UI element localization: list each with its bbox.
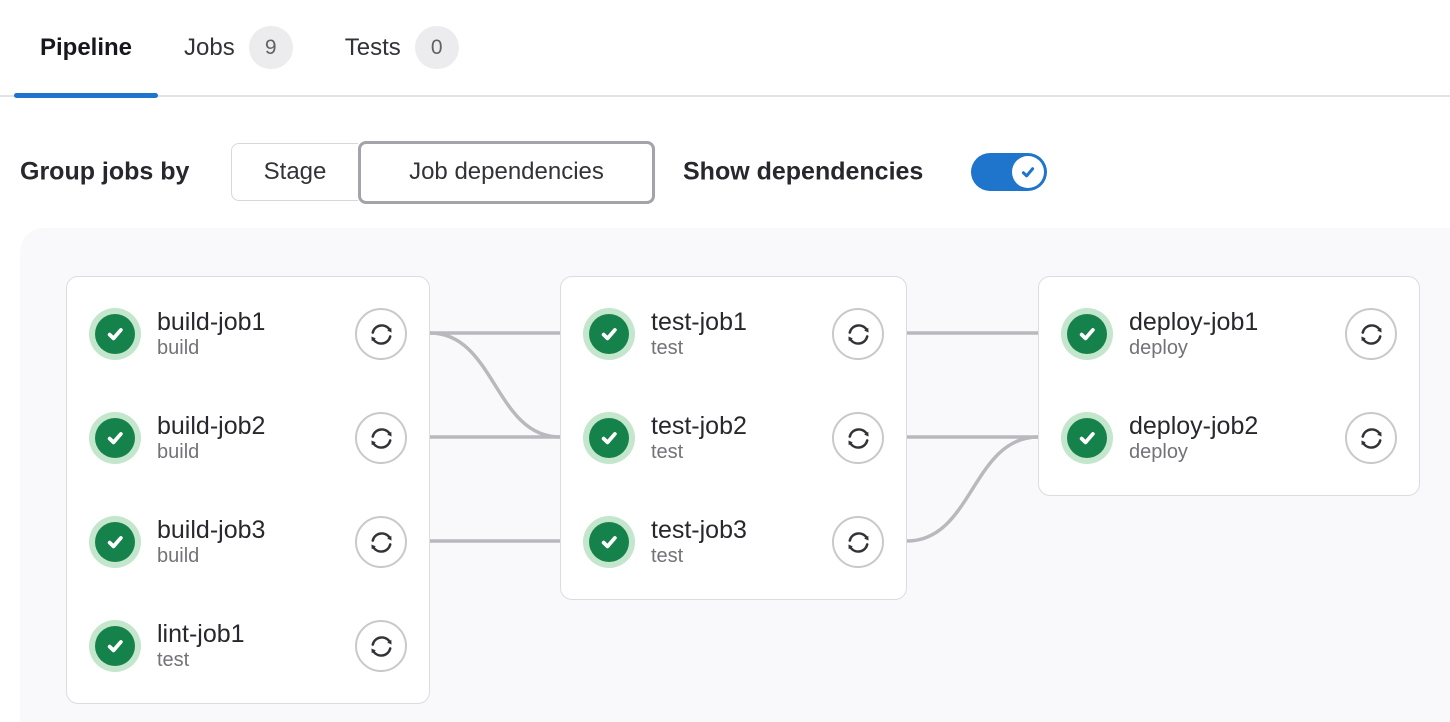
dependency-links bbox=[429, 331, 1039, 543]
tab-tests-label: Tests bbox=[344, 33, 401, 61]
status-success-icon bbox=[89, 620, 141, 672]
status-success-icon bbox=[583, 308, 635, 360]
status-success-icon bbox=[583, 412, 635, 464]
tests-count-badge: 0 bbox=[414, 26, 459, 69]
job-name: test-job2 bbox=[651, 411, 747, 440]
check-icon bbox=[107, 536, 123, 549]
check-icon bbox=[107, 328, 123, 341]
tab-jobs[interactable]: Jobs 9 bbox=[158, 0, 319, 95]
retry-job-button[interactable] bbox=[355, 308, 407, 360]
retry-icon bbox=[847, 427, 869, 449]
check-icon bbox=[601, 432, 617, 445]
check-icon bbox=[107, 432, 123, 445]
group-by-job-dependencies-button[interactable]: Job dependencies bbox=[358, 140, 655, 204]
job-stage: test bbox=[157, 649, 190, 672]
retry-job-button[interactable] bbox=[1345, 412, 1397, 464]
job-stage: deploy bbox=[1129, 441, 1188, 464]
check-icon bbox=[1079, 432, 1095, 445]
job-name: build-job3 bbox=[157, 515, 266, 544]
job-name: deploy-job2 bbox=[1129, 411, 1259, 440]
check-icon bbox=[1079, 328, 1095, 341]
job-name: build-job2 bbox=[157, 411, 266, 440]
group-by-stage-button[interactable]: Stage bbox=[231, 143, 358, 201]
graph-controls: Group jobs by Stage Job dependencies Sho… bbox=[0, 139, 1450, 205]
status-success-icon bbox=[1061, 412, 1113, 464]
check-icon bbox=[601, 328, 617, 341]
tab-pipeline-label: Pipeline bbox=[40, 33, 133, 61]
retry-job-button[interactable] bbox=[832, 516, 884, 568]
jobs-count-badge: 9 bbox=[248, 26, 293, 69]
retry-icon bbox=[370, 323, 392, 345]
status-success-icon bbox=[89, 516, 141, 568]
toggle-knob bbox=[1012, 156, 1044, 188]
job-stage: test bbox=[651, 337, 684, 360]
tab-tests[interactable]: Tests 0 bbox=[319, 0, 485, 95]
job-name: test-job1 bbox=[651, 307, 747, 336]
status-success-icon bbox=[583, 516, 635, 568]
group-jobs-by-label: Group jobs by bbox=[20, 157, 190, 186]
job-stage: build bbox=[157, 337, 200, 360]
status-success-icon bbox=[89, 308, 141, 360]
tab-jobs-label: Jobs bbox=[184, 33, 235, 61]
check-icon bbox=[107, 640, 123, 653]
job-stage: test bbox=[651, 441, 684, 464]
job-name: lint-job1 bbox=[157, 619, 245, 648]
job-stage: build bbox=[157, 441, 200, 464]
retry-job-button[interactable] bbox=[832, 412, 884, 464]
pipeline-tabs: Pipeline Jobs 9 Tests 0 bbox=[0, 0, 1450, 98]
retry-job-button[interactable] bbox=[355, 412, 407, 464]
toggle-check-icon bbox=[1021, 167, 1035, 178]
retry-icon bbox=[370, 427, 392, 449]
job-stage: build bbox=[157, 545, 200, 568]
retry-job-button[interactable] bbox=[355, 620, 407, 672]
dependency-link bbox=[429, 331, 561, 439]
group-by-segmented-control: Stage Job dependencies bbox=[231, 140, 655, 204]
job-name: build-job1 bbox=[157, 307, 266, 336]
tab-pipeline[interactable]: Pipeline bbox=[14, 0, 159, 98]
job-stage: test bbox=[651, 545, 684, 568]
status-success-icon bbox=[89, 412, 141, 464]
status-success-icon bbox=[1061, 308, 1113, 360]
retry-icon bbox=[370, 531, 392, 553]
retry-icon bbox=[1360, 323, 1382, 345]
retry-icon bbox=[847, 531, 869, 553]
retry-job-button[interactable] bbox=[355, 516, 407, 568]
show-dependencies-label: Show dependencies bbox=[683, 157, 924, 186]
retry-icon bbox=[1360, 427, 1382, 449]
job-name: deploy-job1 bbox=[1129, 307, 1259, 336]
check-icon bbox=[601, 536, 617, 549]
dependency-link bbox=[906, 435, 1039, 543]
job-stage: deploy bbox=[1129, 337, 1188, 360]
retry-job-button[interactable] bbox=[832, 308, 884, 360]
retry-job-button[interactable] bbox=[1345, 308, 1397, 360]
retry-icon bbox=[370, 635, 392, 657]
retry-icon bbox=[847, 323, 869, 345]
job-name: test-job3 bbox=[651, 515, 747, 544]
show-dependencies-toggle[interactable] bbox=[971, 153, 1047, 191]
